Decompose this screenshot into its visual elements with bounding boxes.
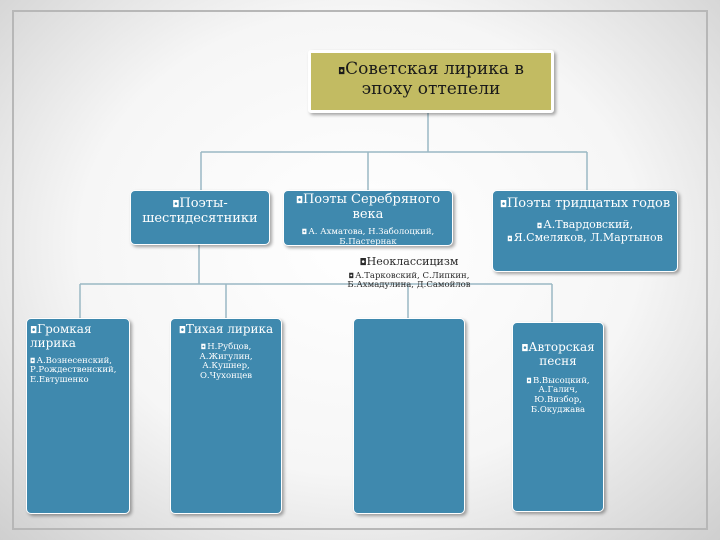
bullet-icon: ◘ — [172, 200, 180, 210]
bullet-icon: ◘ — [338, 67, 346, 77]
list-item: ◘А.Вознесенский, Р.Рождественский, Е.Евт… — [30, 355, 117, 386]
node-author-title: ◘Авторская песня — [521, 340, 595, 368]
slide-frame — [12, 10, 708, 530]
bullet-icon: ◘ — [301, 227, 308, 236]
bullet-icon: ◘ — [521, 344, 529, 354]
list-item: ◘Н.Рубцов, А.Жигулин, А.Кушнер, О.Чухонц… — [199, 341, 253, 382]
bullet-icon: ◘ — [536, 221, 543, 230]
list-item: ◘А.Твардовский, — [536, 217, 634, 231]
root-node-title: ◘Советская лирика в эпоху оттепели — [338, 59, 524, 99]
node-quiet-names: ◘Н.Рубцов, А.Жигулин, А.Кушнер, О.Чухонц… — [175, 341, 277, 382]
node-silver-names: ◘А. Ахматова, Н.Заболоцкий, Б.Пастернак — [287, 226, 449, 246]
node-quiet: ◘Тихая лирика ◘Н.Рубцов, А.Жигулин, А.Ку… — [170, 318, 282, 514]
bullet-icon: ◘ — [348, 271, 355, 280]
node-thirties-names: ◘А.Твардовский, ◘Я.Смеляков, Л.Мартынов — [497, 217, 673, 244]
bullet-icon: ◘ — [499, 200, 507, 210]
node-neo-label: ◘Неоклассицизм ◘А.Тарковский, С.Липкин, … — [345, 256, 473, 324]
node-silver: ◘Поэты Серебряного века ◘А. Ахматова, Н.… — [283, 190, 453, 246]
node-author: ◘Авторская песня ◘В.Высоцкий, А.Галич, Ю… — [512, 322, 604, 512]
list-item: ◘Я.Смеляков, Л.Мартынов — [507, 230, 663, 244]
list-item: ◘В.Высоцкий, А.Галич, Ю.Визбор, Б.Окуджа… — [526, 375, 590, 415]
bullet-icon: ◘ — [507, 234, 513, 243]
node-neo-names: ◘А.Тарковский, С.Липкин, Б.Ахмадулина, Д… — [345, 270, 473, 292]
bullet-icon: ◘ — [526, 376, 532, 385]
bullet-icon: ◘ — [30, 356, 36, 365]
node-silver-title: ◘Поэты Серебряного века — [295, 192, 441, 222]
root-node: ◘Советская лирика в эпоху оттепели — [308, 50, 554, 113]
node-loud-names: ◘А.Вознесенский, Р.Рождественский, Е.Евт… — [30, 355, 126, 386]
bullet-icon: ◘ — [200, 342, 207, 351]
node-loud: ◘Громкая лирика ◘А.Вознесенский, Р.Рожде… — [26, 318, 130, 514]
bullet-icon: ◘ — [178, 326, 186, 336]
node-quiet-title: ◘Тихая лирика — [178, 322, 274, 336]
node-loud-title: ◘Громкая лирика — [30, 322, 92, 350]
node-sixties-title: ◘Поэты-шестидесятники — [142, 196, 258, 226]
list-item: ◘А. Ахматова, Н.Заболоцкий, Б.Пастернак — [301, 226, 435, 246]
node-thirties: ◘Поэты тридцатых годов ◘А.Твардовский, ◘… — [492, 190, 678, 272]
node-sixties: ◘Поэты-шестидесятники — [130, 190, 270, 245]
node-author-names: ◘В.Высоцкий, А.Галич, Ю.Визбор, Б.Окуджа… — [516, 375, 600, 416]
bullet-icon: ◘ — [359, 258, 367, 268]
node-neo-title: ◘Неоклассицизм — [359, 256, 459, 268]
list-item: ◘А.Тарковский, С.Липкин, Б.Ахмадулина, Д… — [347, 270, 471, 291]
node-neo — [353, 318, 465, 514]
bullet-icon: ◘ — [30, 326, 38, 336]
node-thirties-title: ◘Поэты тридцатых годов — [499, 196, 671, 211]
bullet-icon: ◘ — [295, 196, 303, 206]
